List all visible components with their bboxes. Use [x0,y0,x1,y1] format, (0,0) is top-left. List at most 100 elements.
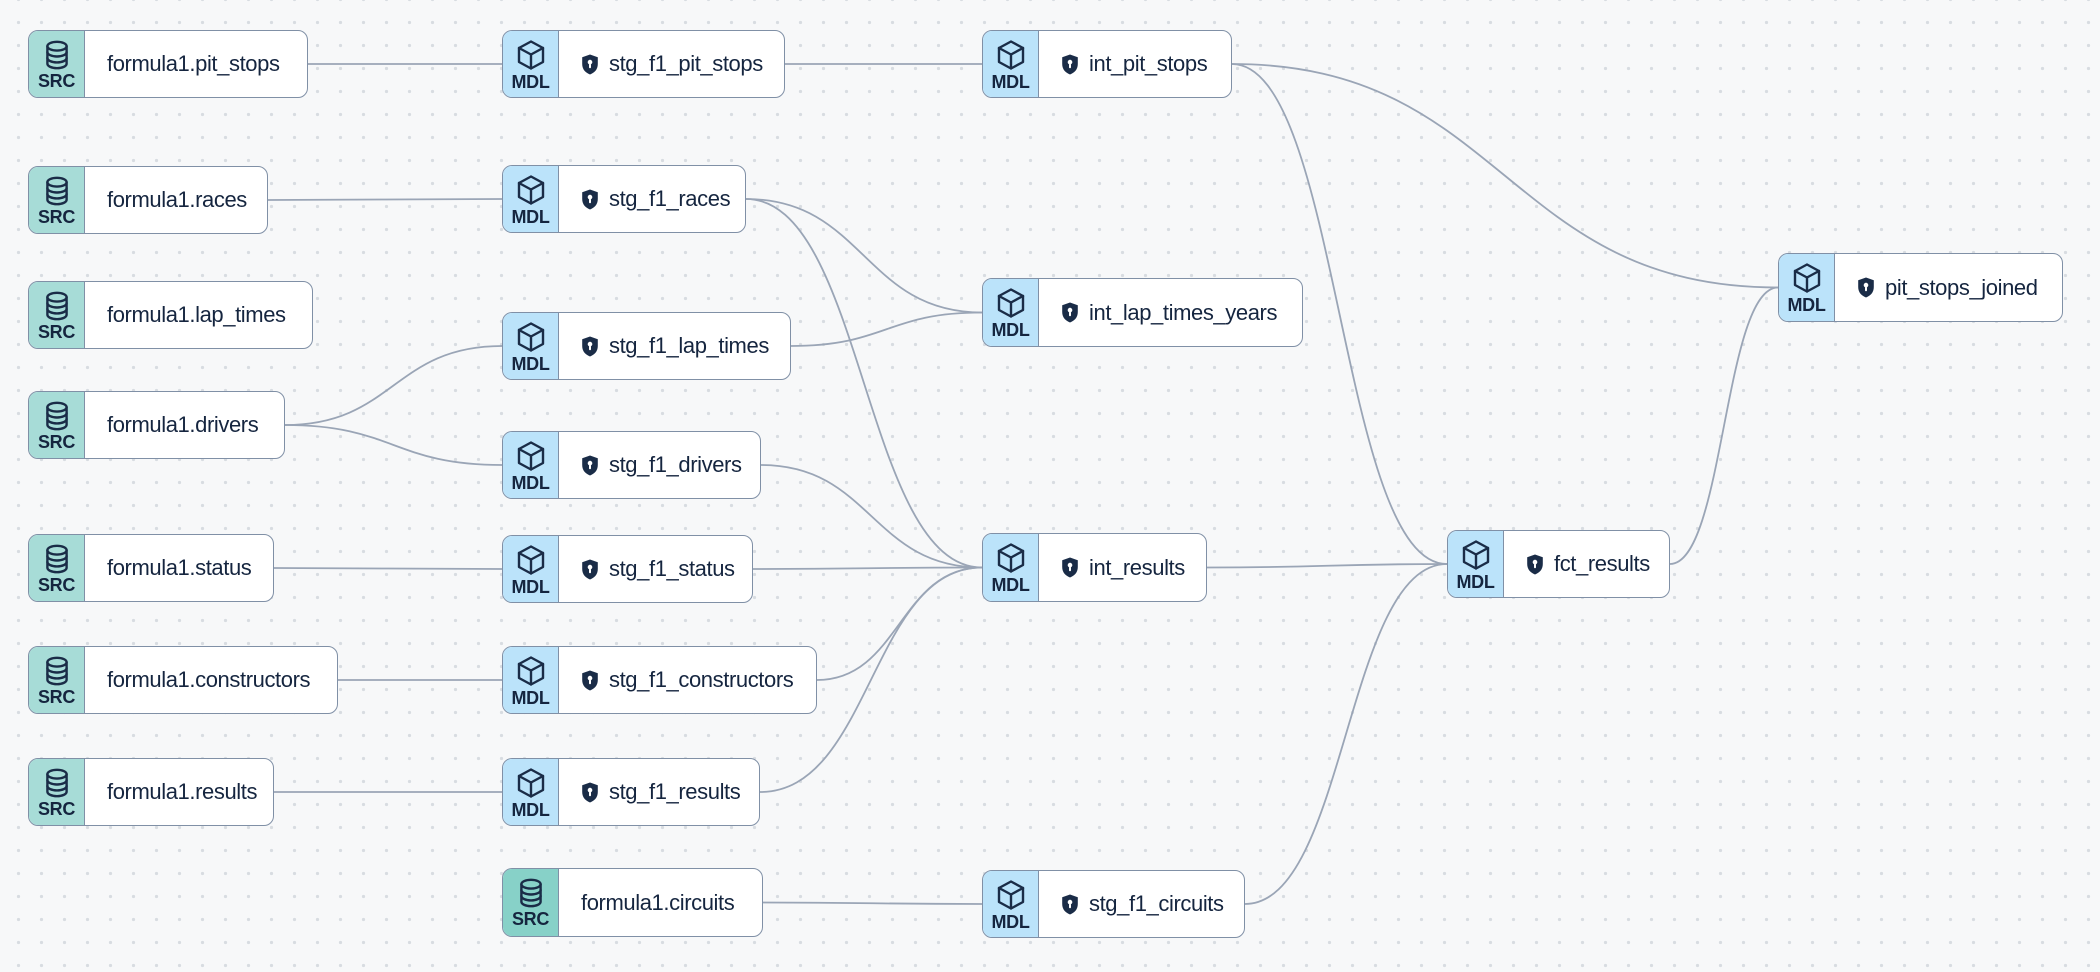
node-type-badge: MDL [503,432,559,498]
node-type-badge: MDL [1448,531,1504,597]
shield-icon [581,782,599,803]
node-type-label: MDL [991,911,1030,932]
node-type-label: MDL [511,687,550,708]
shield-icon [581,336,599,357]
shield-icon [1061,302,1079,323]
source-node-formula1-drivers[interactable]: SRC formula1.drivers [28,391,285,459]
node-type-badge: MDL [503,647,559,713]
shield-icon [1526,554,1544,575]
node-body: formula1.constructors [85,647,337,713]
node-type-badge: MDL [503,166,559,232]
node-type-badge: MDL [503,536,559,602]
node-type-badge: SRC [29,759,85,825]
node-body: stg_f1_status [559,536,752,602]
model-node-stg-f1-circuits[interactable]: MDL stg_f1_circuits [982,870,1245,938]
node-label: stg_f1_circuits [1089,891,1224,916]
edge-int-results-to-fct-results [1206,563,1448,569]
source-node-formula1-constructors[interactable]: SRC formula1.constructors [28,646,338,714]
node-label: formula1.races [107,187,247,212]
edge-formula1-status-to-stg-f1-status [273,567,503,570]
shield-icon [581,455,599,476]
node-type-label: MDL [511,206,550,227]
node-type-label: MDL [511,472,550,493]
node-label: formula1.circuits [581,889,735,915]
model-node-stg-f1-status[interactable]: MDL stg_f1_status [502,535,753,603]
shield-icon [1857,277,1875,298]
shield-icon [1061,557,1079,578]
node-body: stg_f1_lap_times [559,313,790,379]
edge-stg-f1-results-to-int-results [759,566,983,793]
edge-fct-results-to-pit-stops-joined [1669,286,1779,565]
node-body: formula1.races [85,167,267,233]
node-type-badge: MDL [983,871,1039,937]
node-body: formula1.drivers [85,392,284,458]
node-label: stg_f1_races [609,186,731,211]
node-type-label: MDL [991,320,1030,340]
node-label: stg_f1_status [609,556,735,581]
model-node-fct-results[interactable]: MDL fct_results [1447,530,1670,598]
model-node-stg-f1-results[interactable]: MDL stg_f1_results [502,758,760,826]
node-label: int_lap_times_years [1089,299,1278,325]
node-body: formula1.circuits [559,869,762,936]
node-type-badge: MDL [983,31,1039,97]
model-node-pit-stops-joined[interactable]: MDL pit_stops_joined [1778,253,2063,322]
node-type-badge: MDL [503,759,559,825]
cube-icon [516,544,546,576]
source-node-formula1-races[interactable]: SRC formula1.races [28,166,268,234]
node-type-label: SRC [37,206,76,227]
source-node-formula1-circuits[interactable]: SRC formula1.circuits [502,868,763,937]
node-type-badge: MDL [983,534,1039,601]
database-icon [44,656,70,686]
edge-formula1-races-to-stg-f1-races [267,198,503,201]
node-type-label: MDL [1787,295,1826,315]
node-body: formula1.status [85,535,273,601]
model-node-stg-f1-pit-stops[interactable]: MDL stg_f1_pit_stops [502,30,785,98]
node-label: int_pit_stops [1089,51,1208,76]
node-body: int_lap_times_years [1039,279,1302,346]
node-body: formula1.lap_times [85,282,312,348]
cube-icon [996,287,1026,319]
source-node-formula1-results[interactable]: SRC formula1.results [28,758,274,826]
node-body: pit_stops_joined [1835,254,2062,321]
source-node-formula1-lap-times[interactable]: SRC formula1.lap_times [28,281,313,349]
model-node-stg-f1-constructors[interactable]: MDL stg_f1_constructors [502,646,817,714]
node-body: formula1.pit_stops [85,31,307,97]
model-node-stg-f1-races[interactable]: MDL stg_f1_races [502,165,746,233]
cube-icon [1792,262,1822,294]
node-type-badge: SRC [29,535,85,601]
node-type-label: MDL [511,576,550,597]
node-type-badge: MDL [983,279,1039,346]
model-node-int-pit-stops[interactable]: MDL int_pit_stops [982,30,1232,98]
model-node-stg-f1-drivers[interactable]: MDL stg_f1_drivers [502,431,761,499]
cube-icon [516,440,546,472]
node-type-badge: SRC [503,869,559,936]
node-body: stg_f1_races [559,166,745,232]
cube-icon [996,879,1026,911]
source-node-formula1-status[interactable]: SRC formula1.status [28,534,274,602]
model-node-stg-f1-lap-times[interactable]: MDL stg_f1_lap_times [502,312,791,380]
cube-icon [516,174,546,206]
edge-int-pit-stops-to-pit-stops-joined [1231,63,1779,289]
model-node-int-results[interactable]: MDL int_results [982,533,1207,602]
node-type-label: SRC [37,686,76,707]
node-type-label: SRC [37,431,76,452]
edge-stg-f1-drivers-to-int-results [760,464,983,569]
shield-icon [1061,894,1079,915]
source-node-formula1-pit-stops[interactable]: SRC formula1.pit_stops [28,30,308,98]
node-label: stg_f1_drivers [609,452,742,477]
cube-icon [516,39,546,71]
edge-stg-f1-circuits-to-fct-results [1244,563,1448,905]
node-body: stg_f1_constructors [559,647,816,713]
edge-stg-f1-races-to-int-lap-times-years [745,198,983,314]
node-label: formula1.constructors [107,667,311,692]
edge-formula1-circuits-to-stg-f1-circuits [762,901,983,905]
node-type-label: SRC [37,798,76,819]
cube-icon [516,655,546,687]
shield-icon [581,670,599,691]
node-body: int_results [1039,534,1206,601]
node-type-badge: MDL [503,313,559,379]
model-node-int-lap-times-years[interactable]: MDL int_lap_times_years [982,278,1303,347]
node-type-label: MDL [1456,571,1495,592]
edge-formula1-drivers-to-stg-f1-drivers [284,424,503,466]
